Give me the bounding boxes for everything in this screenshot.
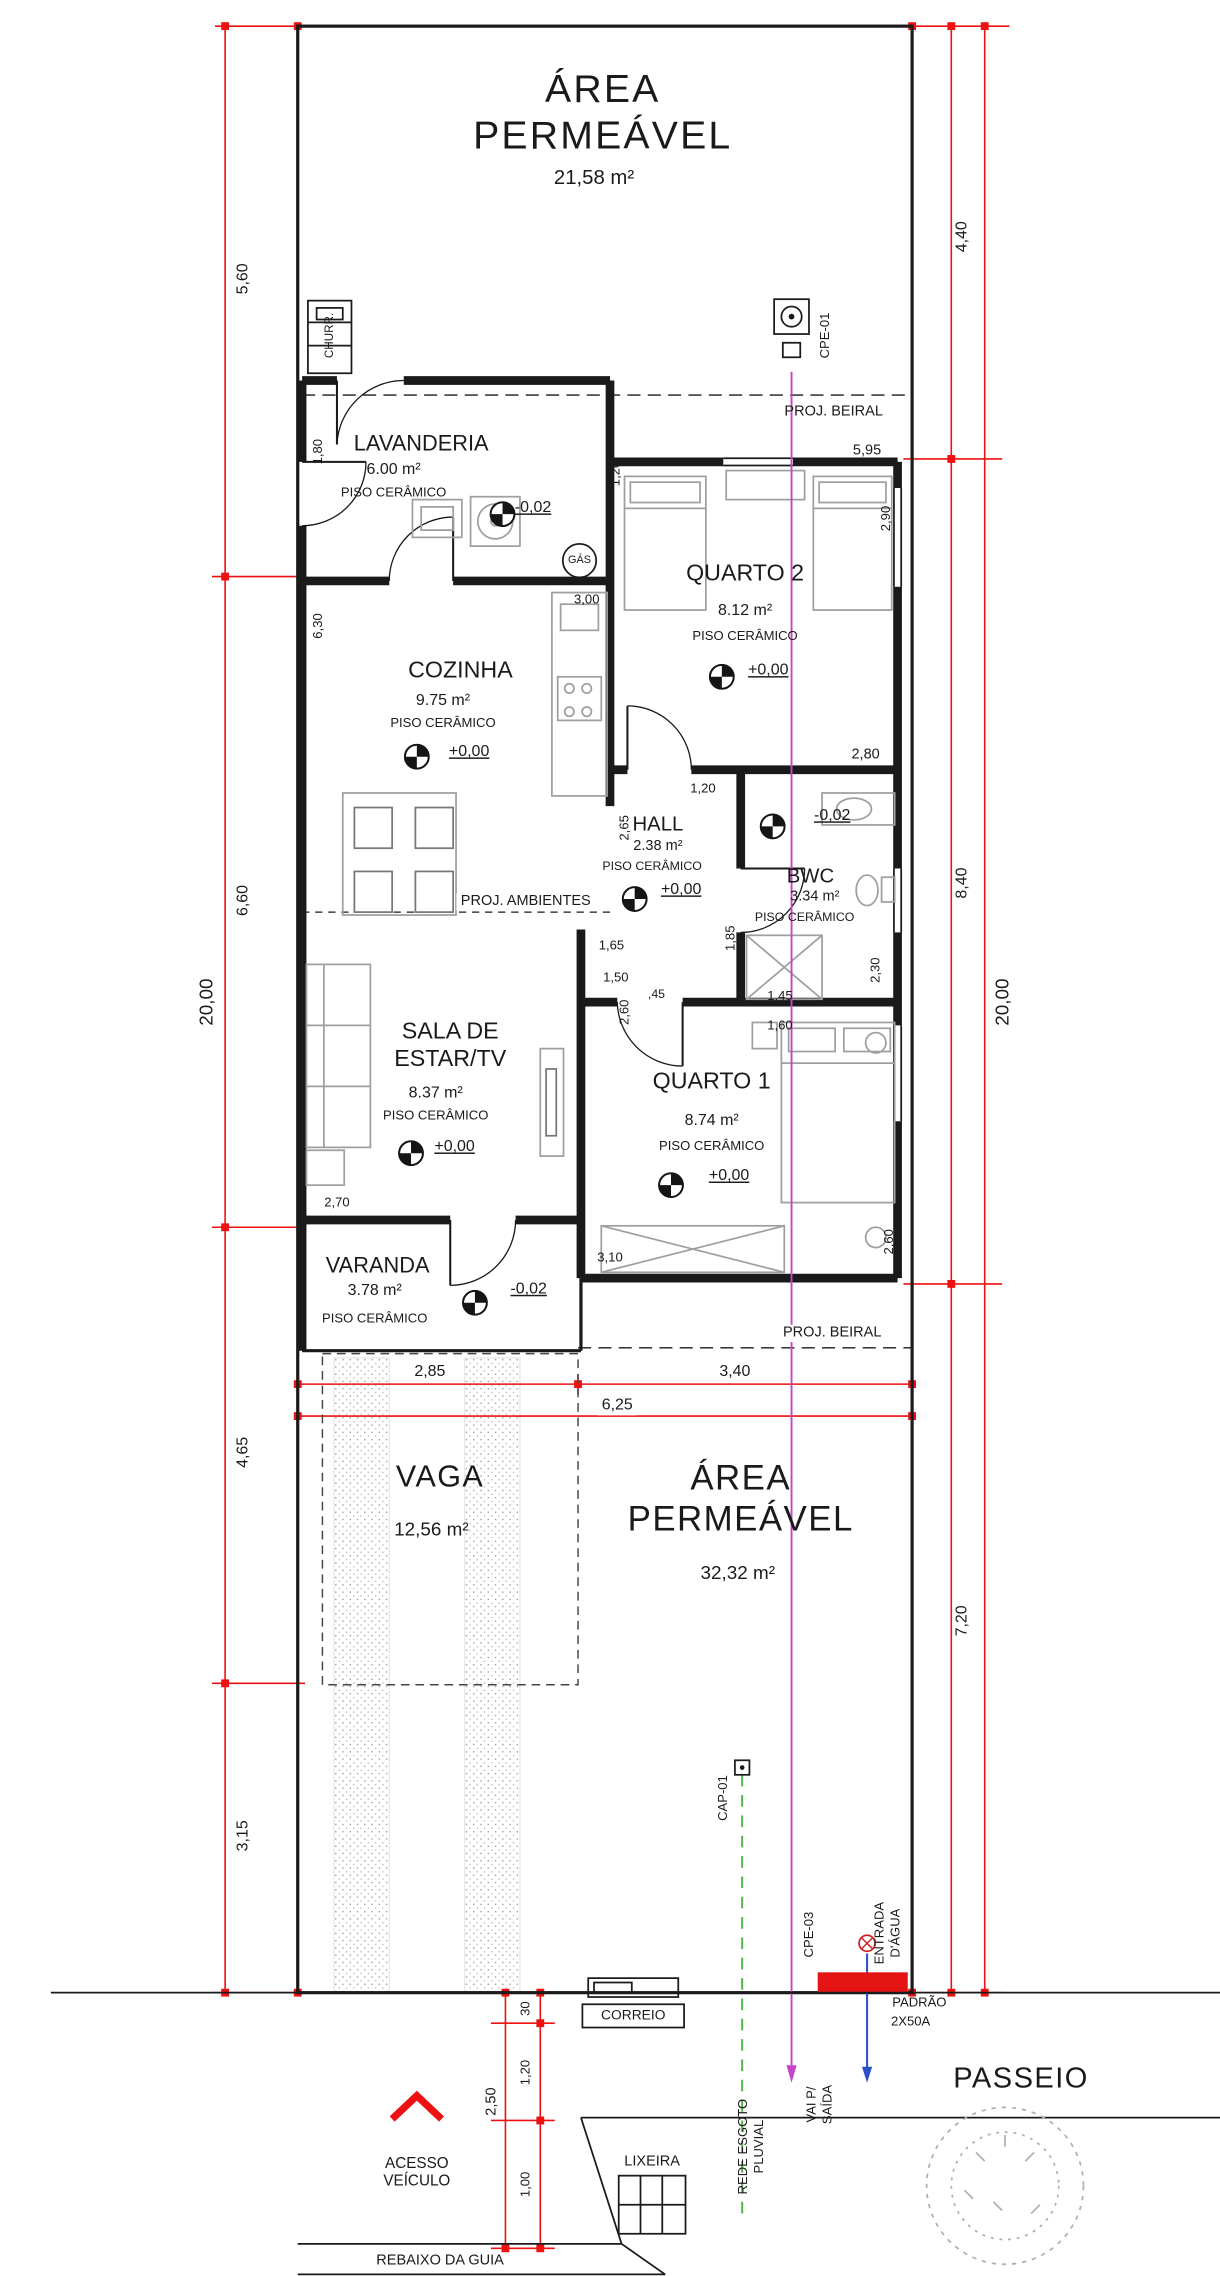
dimension-marker [501, 2244, 510, 2253]
level-marker [658, 1172, 684, 1199]
lot-boundary [296, 24, 914, 1995]
level-marker [462, 1289, 488, 1316]
dimension-marker [574, 1380, 582, 1389]
dimension-marker [980, 22, 989, 31]
level-marker [621, 886, 648, 912]
utility-lines [734, 298, 908, 2214]
driveway-hatch-strips [333, 1357, 521, 1994]
house-walls [297, 376, 902, 1353]
padrao-energia-box [817, 1972, 908, 1993]
level-marker [398, 1140, 424, 1167]
dimension-marker [221, 1679, 230, 1688]
dimension-marker [536, 2244, 545, 2253]
level-marker [489, 501, 516, 528]
acesso-veiculo-arrow [389, 2090, 445, 2122]
dimension-marker [221, 1223, 230, 1232]
level-marker [708, 663, 735, 690]
doors [302, 379, 806, 1287]
level-marker [759, 813, 786, 840]
tree [925, 2106, 1085, 2266]
street-and-sidewalk [50, 1977, 1220, 2276]
dimension-marker [947, 1279, 956, 1288]
dimension-marker [536, 2019, 545, 2028]
dimension-marker [221, 572, 230, 581]
dimension-marker [536, 2116, 545, 2125]
level-markers [398, 501, 786, 1316]
furniture-layer [305, 299, 896, 1274]
level-marker [403, 743, 430, 770]
dimension-lines [212, 22, 1010, 2253]
dimension-marker [947, 22, 956, 31]
dimension-marker [221, 22, 230, 31]
dimension-marker [947, 455, 956, 463]
